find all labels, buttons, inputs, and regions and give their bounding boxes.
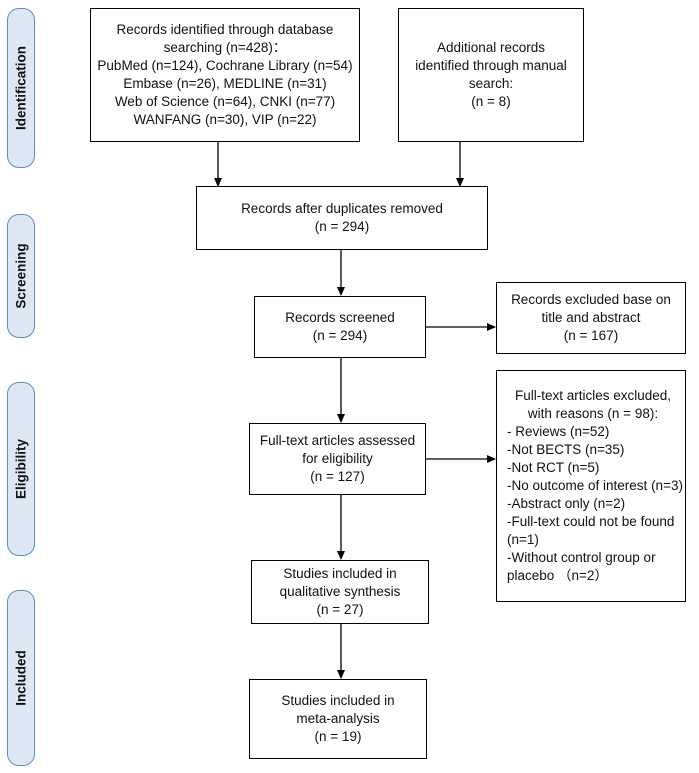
box-line: PubMed (n=124), Cochrane Library (n=54)	[97, 58, 353, 73]
box-line: (n = 19)	[314, 729, 362, 744]
box-line: Embase (n=26), MEDLINE (n=31)	[123, 76, 327, 91]
box-line: title and abstract	[541, 310, 641, 325]
box-line: Additional records	[436, 40, 546, 55]
exclusion-reason: -Not BECTS (n=35)	[507, 442, 625, 457]
phase-eligibility: Eligibility	[7, 382, 35, 556]
exclusion-reason: -Without control group or	[507, 550, 656, 565]
exclusion-reason: -No outcome of interest (n=3)	[507, 478, 683, 493]
qualitative-synthesis-box: Studies included in qualitative synthesi…	[251, 560, 429, 624]
box-line: qualitative synthesis	[279, 584, 401, 599]
box-line: Records excluded base on	[511, 292, 671, 307]
database-search-box: Records identified through database sear…	[90, 8, 360, 142]
fulltext-excluded-box: Full-text articles excluded, with reason…	[496, 370, 686, 602]
box-line: Web of Science (n=64), CNKI (n=77)	[114, 94, 336, 109]
exclusion-reason: - Reviews (n=52)	[507, 424, 610, 439]
box-line: identified through manual	[415, 58, 567, 73]
exclusion-reason: -Full-text could not be found	[507, 514, 675, 529]
meta-analysis-box: Studies included in meta-analysis (n = 1…	[249, 679, 427, 759]
box-line: searching (n=428)：	[163, 40, 287, 55]
phase-included: Included	[7, 590, 35, 766]
box-line: (n = 294)	[312, 328, 368, 343]
box-line: Studies included in	[283, 566, 397, 581]
box-line: search:	[468, 76, 514, 91]
box-line: WANFANG (n=30), VIP (n=22)	[133, 112, 317, 127]
box-line: Records screened	[285, 310, 395, 325]
phase-identification: Identification	[7, 8, 35, 168]
exclusion-reason: placebo （n=2）	[507, 568, 608, 583]
box-line: (n = 167)	[563, 328, 619, 343]
box-heading-line: Full-text articles excluded,	[514, 388, 672, 403]
manual-search-box: Additional records identified through ma…	[398, 8, 584, 142]
box-line: meta-analysis	[296, 711, 380, 726]
fulltext-assessed-box: Full-text articles assessed for eligibil…	[249, 423, 426, 495]
box-line: for eligibility	[302, 451, 373, 466]
box-heading-line: with reasons (n = 98):	[527, 406, 659, 421]
exclusion-reason: -Abstract only (n=2)	[507, 496, 626, 511]
box-line: (n = 127)	[310, 469, 365, 484]
phase-screening: Screening	[7, 214, 35, 338]
box-line: (n = 8)	[471, 94, 511, 109]
exclusion-reason: (n=1)	[507, 532, 539, 547]
box-line: Records identified through database	[116, 22, 334, 37]
exclusion-reason: -Not RCT (n=5)	[507, 460, 600, 475]
duplicates-removed-box: Records after duplicates removed (n = 29…	[196, 186, 488, 250]
box-line: Records after duplicates removed	[241, 201, 443, 216]
box-line: (n = 294)	[314, 219, 370, 234]
box-line: Studies included in	[281, 693, 395, 708]
records-screened-box: Records screened (n = 294)	[254, 296, 426, 358]
records-excluded-box: Records excluded base on title and abstr…	[496, 282, 686, 354]
box-line: (n = 27)	[316, 602, 364, 617]
box-line: Full-text articles assessed	[259, 433, 416, 448]
